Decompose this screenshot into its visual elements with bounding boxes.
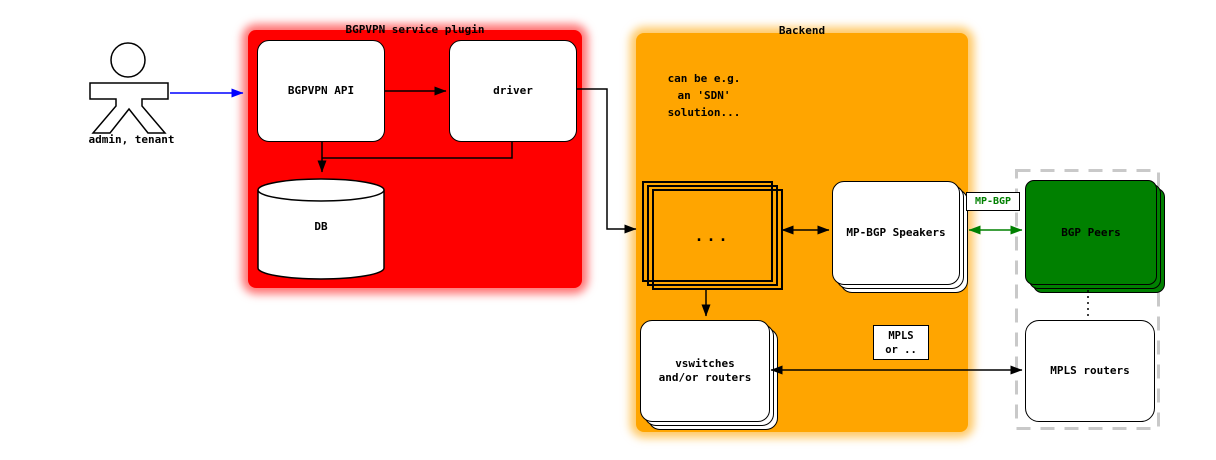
actor-label: admin, tenant xyxy=(88,133,175,146)
actor-icon xyxy=(89,42,169,134)
speakers-node: MP-BGP Speakers xyxy=(832,181,960,285)
backend-note-line2: an 'SDN' solution... xyxy=(667,89,741,119)
db-cylinder-icon xyxy=(257,178,385,280)
mpls-link-label-line2: or .. xyxy=(885,343,917,356)
backend-note-line1: can be e.g. xyxy=(667,72,741,85)
bgpvpn-api-label: BGPVPN API xyxy=(287,84,355,97)
backend-note: can be e.g. an 'SDN' solution... xyxy=(638,70,770,121)
backend-stack-rect-back xyxy=(642,181,773,282)
bgpvpn-api-node: BGPVPN API xyxy=(257,40,385,142)
backend-panel-title: Backend xyxy=(778,24,826,37)
driver-to-backend-arrow xyxy=(576,88,637,234)
backend-stack-rect-front xyxy=(652,189,783,290)
mp-bgp-link-label-text: MP-BGP xyxy=(974,195,1012,207)
db-label: DB xyxy=(314,220,328,233)
mpls-link-label-line1: MPLS xyxy=(888,329,914,342)
vswitches-label-line1: vswitches xyxy=(675,357,735,370)
mpls-link-label: MPLS or .. xyxy=(873,325,929,360)
plugin-panel-title: BGPVPN service plugin xyxy=(345,23,485,36)
backend-stack-dots: ... xyxy=(694,226,731,245)
bgp-peers-node: BGP Peers xyxy=(1025,180,1157,285)
bgp-peers-label: BGP Peers xyxy=(1061,226,1121,239)
mpls-routers-node: MPLS routers xyxy=(1025,320,1155,422)
vswitches-label-line2: and/or routers xyxy=(658,371,752,384)
mpls-routers-label: MPLS routers xyxy=(1050,364,1130,377)
vswitches-node: vswitches and/or routers xyxy=(640,320,770,422)
backend-stack-rect-mid: ... xyxy=(647,185,778,286)
speakers-label: MP-BGP Speakers xyxy=(846,226,946,239)
driver-label: driver xyxy=(493,84,533,97)
mp-bgp-link-label: MP-BGP xyxy=(966,192,1020,211)
driver-node: driver xyxy=(449,40,577,142)
